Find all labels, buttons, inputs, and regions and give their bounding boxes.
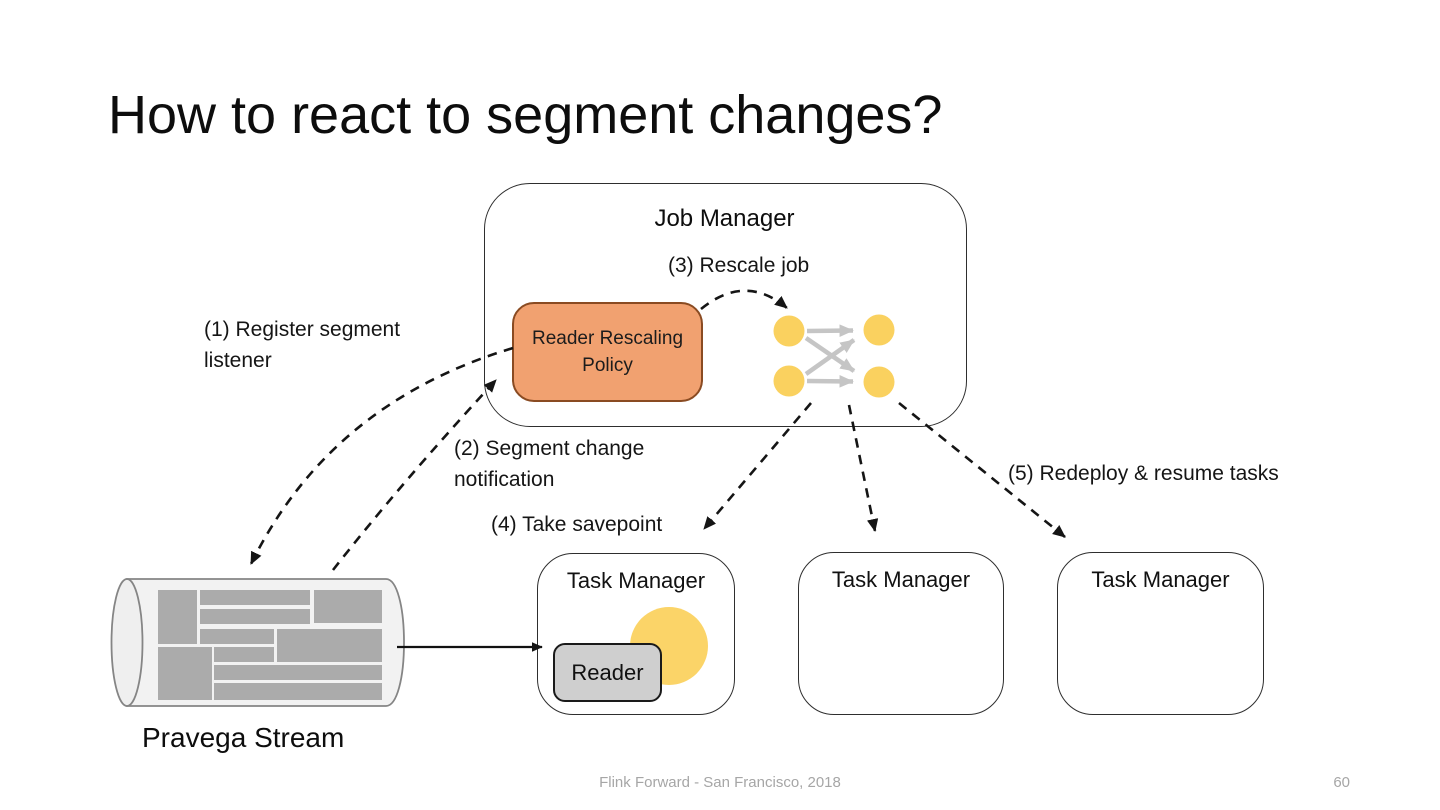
task-manager-2-title: Task Manager xyxy=(831,567,971,592)
stream-segments xyxy=(158,590,382,700)
step3-rescale-job-label: (3) Rescale job xyxy=(668,254,810,277)
step5-redeploy-label: (5) Redeploy & resume tasks xyxy=(1008,462,1279,485)
page-number: 60 xyxy=(1333,774,1350,791)
footer-text: Flink Forward - San Francisco, 2018 xyxy=(599,774,841,791)
reader-box: Reader xyxy=(553,643,662,702)
task-manager-3-title: Task Manager xyxy=(1091,567,1230,592)
task-manager-2-box: Task Manager xyxy=(798,552,1004,715)
pravega-stream-label: Pravega Stream xyxy=(142,722,345,753)
pravega-stream-cylinder-icon xyxy=(110,578,405,707)
task-manager-3-box: Task Manager xyxy=(1057,552,1264,715)
step1-register-listener-label: (1) Register segment listener xyxy=(204,318,401,372)
step2-segment-change-label: (2) Segment change notification xyxy=(454,437,645,491)
task-manager-1-title: Task Manager xyxy=(566,568,706,593)
job-manager-title: Job Manager xyxy=(654,205,795,232)
reader-rescaling-policy-box: Reader Rescaling Policy xyxy=(512,302,703,402)
slide-title: How to react to segment changes? xyxy=(108,85,943,145)
step4-take-savepoint-label: (4) Take savepoint xyxy=(491,513,663,536)
